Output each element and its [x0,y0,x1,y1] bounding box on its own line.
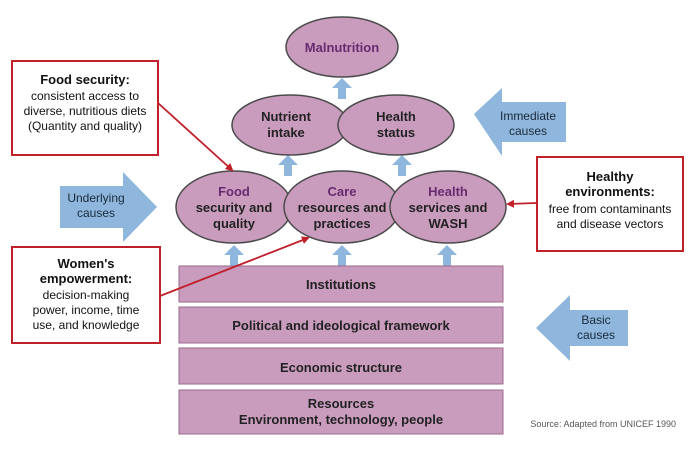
women-line: use, and knowledge [33,318,140,332]
health-line1: services and [409,200,488,215]
arrow-immediate-causes: Immediate causes [474,88,566,156]
food-line1: security and [196,200,273,215]
underlying-causes-line1: Underlying [67,191,124,205]
box-political-framework: Political and ideological framework [178,306,504,344]
immediate-causes-line1: Immediate [500,109,556,123]
healthy-env-title-line2: environments: [565,184,655,199]
source-caption: Source: Adapted from UNICEF 1990 [530,419,676,429]
economic-label: Economic structure [280,360,402,375]
malnutrition-label: Malnutrition [305,40,379,55]
food-security-line: consistent access to [31,89,139,103]
health-line2: WASH [429,216,468,231]
up-arrow-institutions-to-food [224,245,244,266]
care-line1: resources and [298,200,387,215]
oval-malnutrition: Malnutrition [285,16,399,78]
pointer-women-empowerment [159,236,310,297]
up-arrow-institutions-to-care [332,245,352,266]
oval-health-status: Health status [337,94,455,156]
up-arrow-institutions-to-health [437,245,457,266]
care-head: Care [328,184,357,199]
food-head: Food [218,184,250,199]
pointer-food-security [157,102,234,172]
resources-line2: Environment, technology, people [239,412,443,427]
oval-nutrient-intake: Nutrient intake [231,94,349,156]
up-arrow-to-malnutrition [332,78,352,99]
women-title-line1: Women's [57,256,114,271]
note-food-security: Food security: consistent access to dive… [11,60,159,156]
political-label: Political and ideological framework [232,318,450,333]
women-line: decision-making [43,288,130,302]
oval-care: Care resources and practices [283,170,401,244]
nutrient-intake-line1: Nutrient [261,109,312,124]
up-arrow-food-to-nutrient [278,155,298,176]
box-resources: Resources Environment, technology, peopl… [178,389,504,435]
arrow-basic-causes: Basic causes [536,295,628,361]
women-line: power, income, time [33,303,140,317]
care-line2: practices [313,216,370,231]
healthy-env-line: free from contaminants [549,202,672,216]
food-security-line: diverse, nutritious diets [24,104,147,118]
oval-health-services: Health services and WASH [389,170,507,244]
box-economic-structure: Economic structure [178,347,504,385]
oval-food-security: Food security and quality [175,170,293,244]
basic-causes-line2: causes [577,328,615,342]
healthy-env-line: and disease vectors [557,217,664,231]
health-head: Health [428,184,468,199]
underlying-causes-line2: causes [77,206,115,220]
up-arrow-health-to-status [392,155,412,176]
institutions-label: Institutions [306,277,376,292]
immediate-causes-line2: causes [509,124,547,138]
food-security-line: (Quantity and quality) [28,119,142,133]
health-status-line1: Health [376,109,416,124]
healthy-env-title-line1: Healthy [587,169,635,184]
arrow-underlying-causes: Underlying causes [60,172,157,242]
basic-causes-line1: Basic [581,313,610,327]
women-title-line2: empowerment: [40,271,132,286]
food-security-title: Food security: [40,72,130,87]
health-status-line2: status [377,125,415,140]
food-line2: quality [213,216,256,231]
resources-line1: Resources [308,396,374,411]
note-women-empowerment: Women's empowerment: decision-making pow… [11,246,161,344]
box-institutions: Institutions [178,265,504,303]
note-healthy-environments: Healthy environments: free from contamin… [536,156,684,252]
nutrient-intake-line2: intake [267,125,305,140]
pointer-healthy-environments [506,199,537,208]
